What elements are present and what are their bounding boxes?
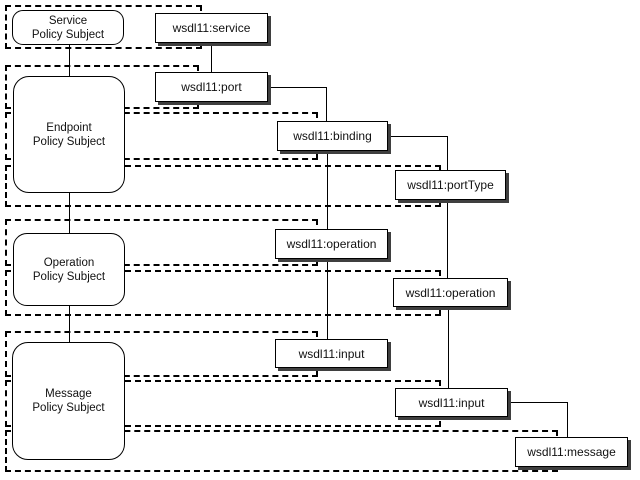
- operation-policy-subject-box: Operation Policy Subject: [13, 233, 125, 306]
- subject-label-line: Policy Subject: [32, 135, 106, 148]
- connector-porttype-input-to-message: [508, 402, 568, 437]
- element-box-wsdl11-porttype: wsdl11:portType: [395, 170, 506, 200]
- connector-port-to-binding: [268, 87, 327, 121]
- element-label: wsdl11:binding: [293, 129, 372, 143]
- element-label: wsdl11:operation: [405, 285, 496, 300]
- element-box-wsdl11-message: wsdl11:message: [515, 437, 628, 467]
- subject-label-line: Policy Subject: [31, 28, 105, 41]
- subject-label-line: Message: [45, 388, 92, 400]
- subject-label-line: Service: [48, 14, 88, 27]
- service-policy-subject-box: Service Policy Subject: [12, 10, 124, 45]
- element-box-wsdl11-binding-input: wsdl11:input: [275, 339, 388, 368]
- element-label: wsdl11:port: [181, 80, 242, 94]
- message-policy-subject-box: Message Policy Subject: [12, 342, 125, 460]
- element-label: wsdl11:input: [298, 346, 365, 361]
- subject-label-line: Policy Subject: [32, 270, 106, 283]
- endpoint-policy-subject-box: Endpoint Policy Subject: [13, 76, 125, 193]
- subject-label-line: Endpoint: [46, 121, 92, 134]
- subject-label-line: Policy Subject: [32, 402, 105, 414]
- subject-label-line: Operation: [43, 256, 95, 269]
- element-label: wsdl11:message: [527, 445, 616, 459]
- element-label: wsdl11:operation: [286, 237, 377, 251]
- element-box-wsdl11-binding: wsdl11:binding: [277, 121, 388, 151]
- element-box-wsdl11-porttype-operation: wsdl11:operation: [393, 278, 508, 307]
- element-label: wsdl11:service: [172, 21, 251, 35]
- element-label: wsdl11:input: [418, 395, 485, 410]
- element-box-wsdl11-service: wsdl11:service: [155, 13, 268, 43]
- element-label: wsdl11:portType: [407, 178, 494, 192]
- element-box-wsdl11-port: wsdl11:port: [155, 72, 268, 102]
- connector-binding-to-porttype: [388, 136, 448, 170]
- element-box-wsdl11-binding-operation: wsdl11:operation: [275, 229, 388, 259]
- element-box-wsdl11-porttype-input: wsdl11:input: [395, 388, 508, 417]
